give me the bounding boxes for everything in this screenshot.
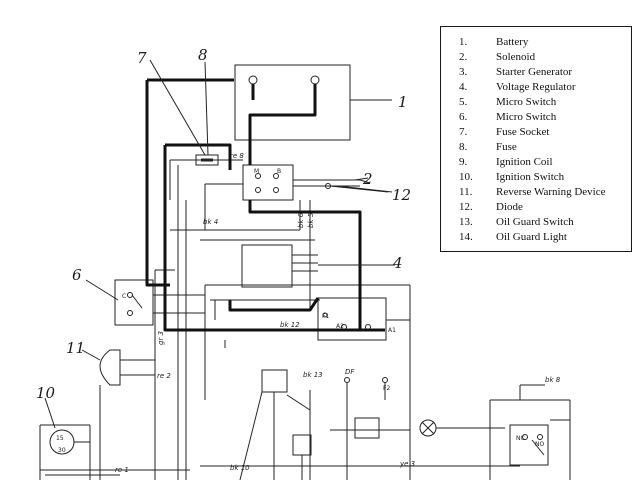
- legend-item: 6. Micro Switch: [459, 110, 629, 125]
- reverse-warning-device: [99, 349, 121, 386]
- terminal-f1: F1: [322, 313, 329, 320]
- terminal-30: 30: [58, 447, 66, 454]
- callout-7: 7: [137, 49, 147, 67]
- callout-2: 2: [362, 170, 373, 188]
- terminal-f2: F2: [383, 385, 390, 392]
- legend-item-label: Ignition Switch: [496, 171, 565, 183]
- legend-item-label: Micro Switch: [496, 96, 557, 108]
- callout-8: 8: [198, 46, 208, 64]
- wire-label-re8: re 8: [230, 152, 244, 160]
- legend-item: 10. Ignition Switch: [459, 170, 629, 185]
- legend-item: 11. Reverse Warning Device: [459, 185, 629, 200]
- terminal-a2: A2: [336, 323, 344, 330]
- solenoid-body: [242, 164, 294, 201]
- fuse-socket: [195, 154, 219, 166]
- wire-label-ye3: ye 3: [399, 460, 415, 468]
- legend-item: 7. Fuse Socket: [459, 125, 629, 140]
- legend-item-label: Fuse Socket: [496, 126, 550, 138]
- wire-label-bk12: bk 12: [280, 321, 300, 329]
- legend-item: 5. Micro Switch: [459, 95, 629, 110]
- legend-item: 12. Diode: [459, 200, 629, 215]
- wire-label-df: DF: [345, 368, 355, 376]
- terminal-c: C: [122, 293, 126, 300]
- main-cable-battery-negative: [145, 78, 255, 287]
- wire-label-gr3: gr 3: [157, 331, 165, 345]
- battery-negative-terminal: [248, 75, 258, 85]
- legend-item-number: 13.: [459, 216, 473, 228]
- legend-item: 14. Oil Guard Light: [459, 230, 629, 245]
- legend-item-label: Battery: [496, 36, 529, 48]
- legend-item-label: Micro Switch: [496, 111, 557, 123]
- terminal-nc: NC: [516, 435, 525, 442]
- legend-item: 2. Solenoid: [459, 50, 629, 65]
- battery-outline: [234, 64, 351, 141]
- callout-11: 11: [66, 339, 85, 357]
- legend-item: 4. Voltage Regulator: [459, 80, 629, 95]
- starter-generator-body: [317, 297, 387, 341]
- legend-item-number: 9.: [459, 156, 468, 168]
- legend-item-label: Oil Guard Light: [496, 231, 567, 243]
- callout-10: 10: [36, 384, 56, 402]
- main-cable-starter: [163, 143, 240, 332]
- legend: 1. Battery 2. Solenoid 3. Starter Generator…: [440, 26, 632, 252]
- wire-label-bk4: bk 4: [203, 218, 218, 226]
- legend-item-label: Diode: [496, 201, 523, 213]
- terminal-m: M: [254, 168, 259, 175]
- legend-item: 1. Battery: [459, 35, 629, 50]
- callout-1: 1: [398, 93, 408, 111]
- terminal-b: B: [277, 168, 281, 175]
- legend-item: 9. Ignition Coil: [459, 155, 629, 170]
- micro-switch-6: [114, 279, 154, 326]
- ignition-coil: [292, 434, 312, 456]
- legend-item-number: 7.: [459, 126, 468, 138]
- legend-item-number: 6.: [459, 111, 468, 123]
- legend-item-number: 1.: [459, 36, 468, 48]
- legend-item-number: 8.: [459, 141, 468, 153]
- micro-switch-5: [509, 424, 549, 466]
- legend-item-number: 11.: [459, 186, 473, 198]
- legend-item-number: 4.: [459, 81, 468, 93]
- voltage-regulator-body: [241, 244, 293, 288]
- callout-6: 6: [72, 266, 82, 284]
- legend-item-label: Starter Generator: [496, 66, 573, 78]
- terminal-a1: A1: [388, 327, 396, 334]
- terminal-15: 15: [56, 435, 64, 442]
- legend-item-number: 12.: [459, 201, 473, 213]
- main-cable-battery-positive: [248, 84, 317, 165]
- legend-item: 13. Oil Guard Switch: [459, 215, 629, 230]
- legend-item: 8. Fuse: [459, 140, 629, 155]
- terminal-no: NO: [535, 441, 544, 448]
- wire-label-bk8: bk 8: [545, 376, 561, 384]
- legend-item-label: Ignition Coil: [496, 156, 553, 168]
- legend-item-number: 2.: [459, 51, 468, 63]
- legend-item-number: 3.: [459, 66, 468, 78]
- callout-12: 12: [392, 186, 411, 204]
- legend-item-label: Solenoid: [496, 51, 536, 63]
- legend-item-number: 14.: [459, 231, 473, 243]
- wire-label-bk13: bk 13: [303, 371, 323, 379]
- wire-label-re1: re 1: [115, 466, 129, 474]
- legend-item-number: 5.: [459, 96, 468, 108]
- legend-item-number: 10.: [459, 171, 473, 183]
- legend-item: 3. Starter Generator: [459, 65, 629, 80]
- wire-label-bk5: bk 5: [307, 212, 315, 228]
- main-cable-generator-b: [228, 297, 320, 312]
- wire-label-bk6: bk 6: [297, 212, 305, 228]
- legend-item-label: Fuse: [496, 141, 517, 153]
- main-cable-solenoid-a: [248, 200, 362, 330]
- legend-item-label: Oil Guard Switch: [496, 216, 574, 228]
- wire-label-re2: re 2: [157, 372, 171, 380]
- callout-4: 4: [392, 254, 403, 272]
- legend-item-label: Reverse Warning Device: [496, 186, 606, 198]
- battery-positive-terminal: [310, 75, 320, 85]
- legend-item-label: Voltage Regulator: [496, 81, 576, 93]
- wire-label-bk10: bk 10: [230, 464, 250, 472]
